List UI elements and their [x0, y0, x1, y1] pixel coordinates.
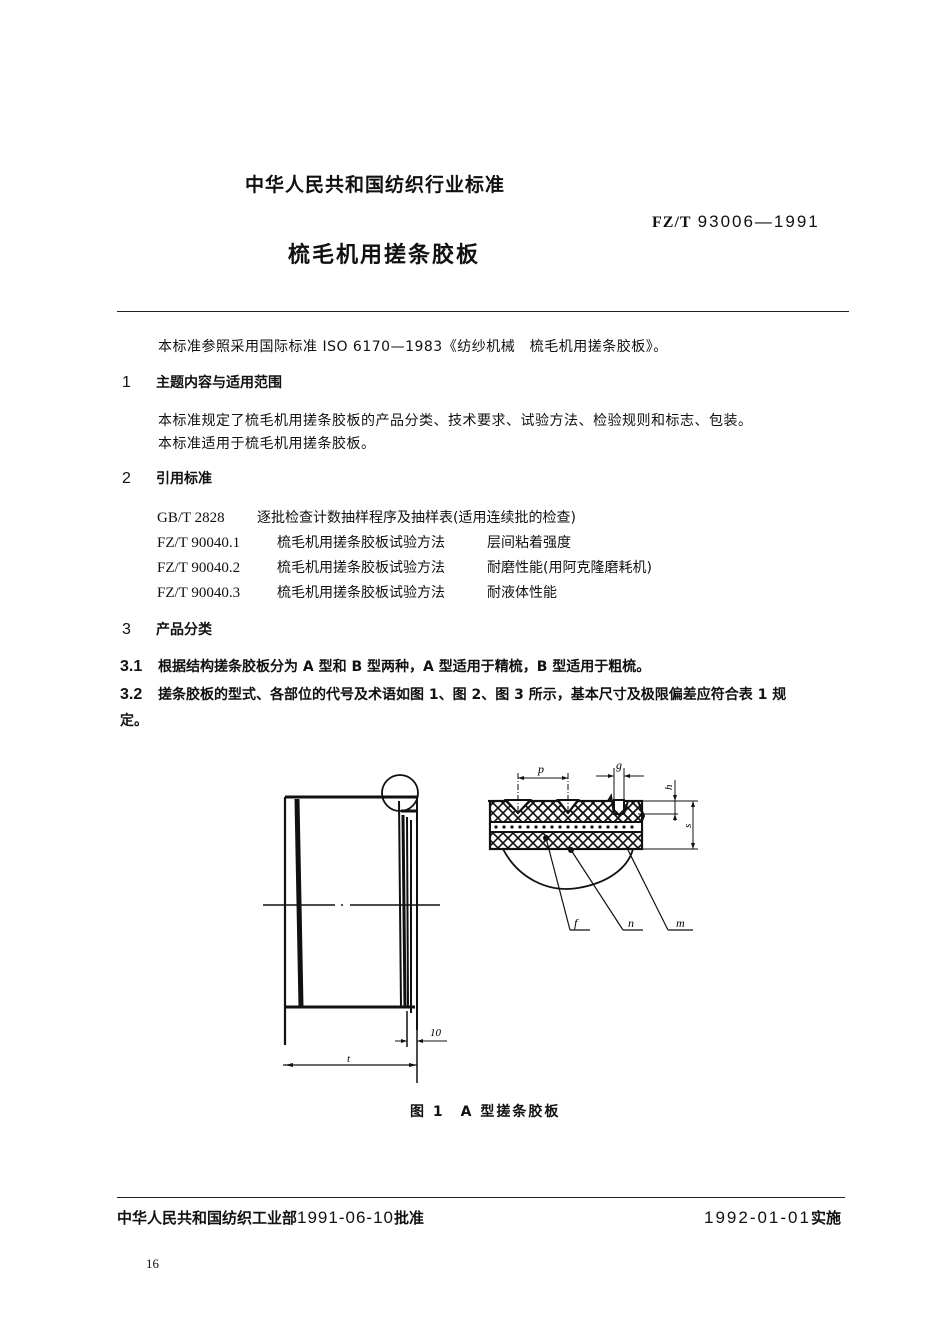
effective-date: 1992-01-01: [704, 1208, 811, 1227]
section-number: 2: [122, 470, 131, 487]
approval-suffix: 批准: [393, 1209, 424, 1227]
section-title: 主题内容与适用范围: [156, 375, 282, 391]
reference-code: FZ/T 90040.1: [157, 535, 241, 551]
section-1-paragraph-1: 本标准规定了梳毛机用搓条胶板的产品分类、技术要求、试验方法、检验规则和标志、包装…: [158, 413, 753, 429]
approval-date: 1991-06-10: [297, 1208, 394, 1227]
page-number: 16: [146, 1256, 159, 1271]
footer-divider: [117, 1197, 845, 1198]
effective-suffix: 实施: [810, 1209, 841, 1227]
section-1-heading: 1 主题内容与适用范围: [122, 372, 282, 392]
thickness-label-s: s: [682, 824, 694, 828]
section-number: 1: [122, 374, 131, 391]
document-title: 梳毛机用搓条胶板: [288, 243, 481, 268]
reference-row: GB/T 2828 逐批检查计数抽样程序及抽样表(适用连续批的检查): [157, 507, 576, 527]
section-title: 产品分类: [156, 622, 212, 638]
reference-row: FZ/T 90040.1 梳毛机用搓条胶板试验方法 层间粘着强度: [157, 532, 571, 552]
reference-title: 逐批检查计数抽样程序及抽样表(适用连续批的检查): [257, 510, 576, 526]
intro-paragraph: 本标准参照采用国际标准 ISO 6170—1983《纺纱机械 梳毛机用搓条胶板》…: [158, 339, 668, 355]
clause-text: 搓条胶板的型式、各部位的代号及术语如图 1、图 2、图 3 所示，基本尺寸及极限…: [158, 687, 787, 703]
section-3-heading: 3 产品分类: [122, 619, 212, 639]
section-2-heading: 2 引用标准: [122, 468, 212, 488]
section-title: 引用标准: [156, 471, 212, 487]
reference-code: FZ/T 90040.2: [157, 560, 241, 576]
figure-1-cross-section: p g h s f n m: [488, 758, 698, 931]
section-number: 3: [122, 621, 131, 638]
dimension-t-label: t: [347, 1053, 351, 1065]
reference-title: 梳毛机用搓条胶板试验方法: [277, 535, 445, 551]
header-divider: [117, 311, 849, 312]
standard-code-number: 93006—1991: [697, 212, 820, 231]
layer-label-n: n: [628, 916, 634, 930]
standard-code-prefix: FZ/T: [652, 214, 692, 231]
clause-3-1: 3.1 根据结构搓条胶板分为 A 型和 B 型两种，A 型适用于精梳，B 型适用于…: [120, 656, 650, 676]
groove-label-g: g: [616, 758, 622, 772]
figure-caption: 图 1 A 型搓条胶板: [410, 1104, 561, 1120]
reference-code: GB/T 2828: [157, 510, 225, 526]
clause-number: 3.2: [120, 686, 143, 703]
reference-code: FZ/T 90040.3: [157, 585, 241, 601]
layer-label-m: m: [676, 916, 685, 930]
approval-line: 中华人民共和国纺织工业部1991-06-10批准: [117, 1207, 424, 1228]
standard-code: FZ/T 93006—1991: [652, 212, 820, 232]
clause-3-2: 3.2 搓条胶板的型式、各部位的代号及术语如图 1、图 2、图 3 所示，基本尺寸…: [120, 684, 786, 704]
approval-organization: 中华人民共和国纺织工业部: [117, 1209, 298, 1227]
depth-label-h: h: [663, 784, 675, 790]
dimension-10-label: 10: [430, 1027, 442, 1039]
figure-1-front-view: 10 t: [263, 774, 447, 1083]
clause-text: 根据结构搓条胶板分为 A 型和 B 型两种，A 型适用于精梳，B 型适用于粗梳。: [158, 659, 651, 675]
reference-subtitle: 层间粘着强度: [487, 535, 571, 551]
clause-3-2-continuation: 定。: [120, 713, 148, 729]
reference-row: FZ/T 90040.3 梳毛机用搓条胶板试验方法 耐液体性能: [157, 582, 557, 602]
reference-subtitle: 耐液体性能: [487, 585, 557, 601]
reference-title: 梳毛机用搓条胶板试验方法: [277, 585, 445, 601]
clause-number: 3.1: [120, 658, 143, 675]
pitch-label-p: p: [537, 762, 544, 776]
reference-subtitle: 耐磨性能(用阿克隆磨耗机): [487, 560, 652, 576]
effective-line: 1992-01-01实施: [704, 1207, 841, 1228]
layer-label-f: f: [574, 916, 579, 930]
section-1-paragraph-2: 本标准适用于梳毛机用搓条胶板。: [158, 436, 376, 452]
reference-row: FZ/T 90040.2 梳毛机用搓条胶板试验方法 耐磨性能(用阿克隆磨耗机): [157, 557, 652, 577]
reference-title: 梳毛机用搓条胶板试验方法: [277, 560, 445, 576]
issuing-organization: 中华人民共和国纺织行业标准: [245, 174, 506, 196]
